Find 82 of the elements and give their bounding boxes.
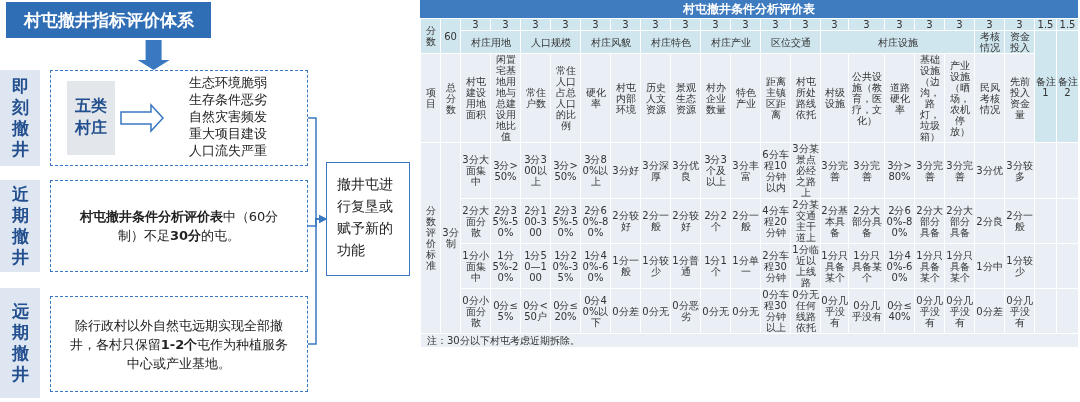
table-cell: 村屯内部环境 (610, 53, 641, 143)
table-cell: 3分3个及以上 (700, 142, 731, 199)
header-cell: 3 (760, 18, 791, 31)
table-cell: 3分大面集中 (460, 142, 491, 199)
table-cell: 3分丰富 (730, 142, 761, 199)
header-cell: 3 (580, 18, 611, 31)
text-list: 生态环境脆弱 生存条件恶劣 自然灾害频发 重大项目建设 人口流失严重 (155, 74, 301, 162)
header-cell: 3 (790, 18, 821, 31)
header-cell: 3 (490, 18, 521, 31)
table-cell: 3分优 (974, 142, 1005, 199)
table-cell: 3分>50% (490, 142, 521, 199)
table-cell: 2分大部分具备 (848, 198, 885, 244)
dashed-text-box: 除行政村以外自然屯远期实现全部撤井，各村只保留1-2个屯作为种植服务中心或产业基地。 (50, 296, 308, 392)
table-cell: 闲置宅基地用地与总建设用地比值 (490, 53, 521, 143)
category-label: 近期撤井 (0, 180, 40, 272)
header-cell: 3 (550, 18, 581, 31)
header-cell: 备注1 (1034, 30, 1057, 143)
table-cell: 3分完善 (848, 142, 885, 199)
table-cell: 3分深厚 (640, 142, 671, 199)
table-cell: 村级设施 (820, 53, 849, 143)
category-label: 即刻撤井 (0, 70, 40, 166)
table-cell: 村屯所处路线依托 (790, 53, 821, 143)
table-cell: 基础设施（边沟，路灯，垃圾箱） (914, 53, 945, 143)
header-cell: 3 (700, 18, 731, 31)
dashed-text-box: 村屯撤井条件分析评价表中（60分制）不足30分的屯。 (50, 180, 308, 272)
table-cell: 1分只具备某个 (848, 243, 885, 289)
header-cell: 3 (848, 18, 885, 31)
table-cell: 3分好 (610, 142, 641, 199)
table-cell: 常住户数 (520, 53, 551, 143)
table-cell: 村屯建设用地面积 (460, 53, 491, 143)
table-cell: 常住人口占总人口的比例 (550, 53, 581, 143)
header-cell: 1.5 (1056, 18, 1079, 31)
header-cell: 3 (460, 18, 491, 31)
table-cell: 0分几乎没有 (848, 288, 885, 334)
header-cell: 1.5 (1034, 18, 1057, 31)
header-cell: 3 (1004, 18, 1035, 31)
result-box: 撤井屯进行复垦或赋予新的功能 (326, 162, 410, 276)
category-box: 五类村庄 (67, 81, 115, 155)
header-cell: 3 (640, 18, 671, 31)
table-cell: 3分完善 (944, 142, 975, 199)
header-cell: 分数 (420, 18, 441, 54)
table-cell: 硬化率 (580, 53, 611, 143)
table-cell: 3分完善 (820, 142, 849, 199)
table-cell: 特色产业 (730, 53, 761, 143)
header-cell: 3 (884, 18, 915, 31)
table-title: 村屯撤井条件分析评价表 (420, 0, 1078, 18)
header-cell: 3 (610, 18, 641, 31)
header-cell: 3 (944, 18, 975, 31)
header-cell: 60 (440, 18, 461, 54)
table-cell: 3分完善 (914, 142, 945, 199)
table-cell: 3分较多 (1004, 142, 1035, 199)
table-cell: 历史人文资源 (640, 53, 671, 143)
header-cell: 3 (974, 18, 1005, 31)
header-cell: 3 (520, 18, 551, 31)
table-cell: 3分某景点必经之路上 (790, 142, 821, 199)
table-cell: 公共设施（教育，医疗，文化） (848, 53, 885, 143)
table-cell: 3分优良 (670, 142, 701, 199)
header-cell: 3 (820, 18, 849, 31)
table-cell: 村办企业数量 (700, 53, 731, 143)
connector-arrow (307, 215, 327, 345)
table-cell: 3分>50% (550, 142, 581, 199)
table-cell: 距离主镇区距离 (760, 53, 791, 143)
header-cell: 3 (914, 18, 945, 31)
block-arrow (137, 40, 170, 70)
category-label: 远期撤井 (0, 288, 40, 398)
header-cell: 3 (730, 18, 761, 31)
header-cell: 村庄设施 (820, 30, 975, 54)
table-cell: 3分300以上 (520, 142, 551, 199)
hollow-arrow (120, 103, 165, 133)
dashed-group-box (50, 70, 308, 166)
table-cell: 民风考核情况 (974, 53, 1005, 143)
table-cell: 项目 (420, 53, 441, 143)
table-cell: 景观生态资源 (670, 53, 701, 143)
table-cell: 产业设施（晒场，农机停放） (944, 53, 975, 143)
header-cell: 3 (670, 18, 701, 31)
table-cell: 3分>80% (884, 142, 915, 199)
table-cell: 3分80%以上 (580, 142, 611, 199)
table-cell: 分数评价标准 (420, 142, 441, 334)
table-cell: 6分车程10分钟以内 (760, 142, 791, 199)
table-cell: 先前投入资金量 (1004, 53, 1035, 143)
title-banner: 村屯撤井指标评价体系 (6, 2, 211, 38)
table-cell: 道路硬化率 (884, 53, 915, 143)
